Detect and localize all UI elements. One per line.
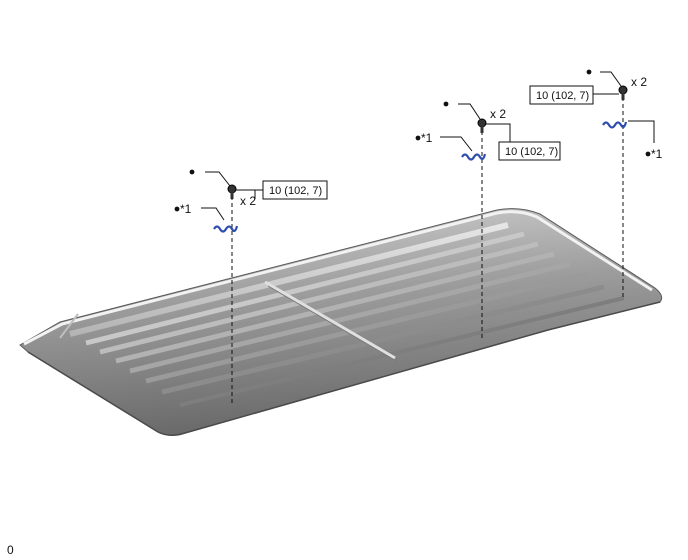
callout-left: 10 (102, 7) x 2 *1 — [174, 169, 328, 406]
bullet-marker — [443, 101, 449, 107]
quantity-label: x 2 — [631, 75, 647, 89]
roof-panel — [19, 208, 663, 436]
torque-box — [498, 141, 561, 161]
callout-right: x 2 10 (102, 7) *1 — [529, 69, 663, 300]
quantity-label: x 2 — [490, 107, 506, 121]
torque-label: 10 (102, 7) — [269, 185, 322, 197]
reference-label: *1 — [651, 147, 663, 161]
reference-label: *1 — [421, 131, 433, 145]
torque-box — [529, 85, 594, 105]
clip-icon — [461, 153, 487, 161]
bullet-marker — [645, 151, 651, 157]
bullet-marker — [174, 206, 180, 212]
bullet-marker — [415, 135, 421, 141]
bolt-icon — [477, 118, 487, 133]
callout-middle: x 2 10 (102, 7) *1 — [415, 101, 561, 338]
clip-icon — [602, 121, 628, 129]
bolt-icon — [618, 85, 628, 100]
torque-box — [262, 180, 328, 200]
bolt-icon — [227, 184, 237, 199]
figure-code: 0 — [7, 543, 14, 557]
torque-label: 10 (102, 7) — [505, 146, 558, 158]
bullet-marker — [189, 169, 195, 175]
bullet-marker — [586, 69, 592, 75]
reference-label: *1 — [180, 202, 192, 216]
torque-label: 10 (102, 7) — [536, 90, 589, 102]
quantity-label: x 2 — [240, 194, 256, 208]
clip-icon — [213, 225, 239, 233]
